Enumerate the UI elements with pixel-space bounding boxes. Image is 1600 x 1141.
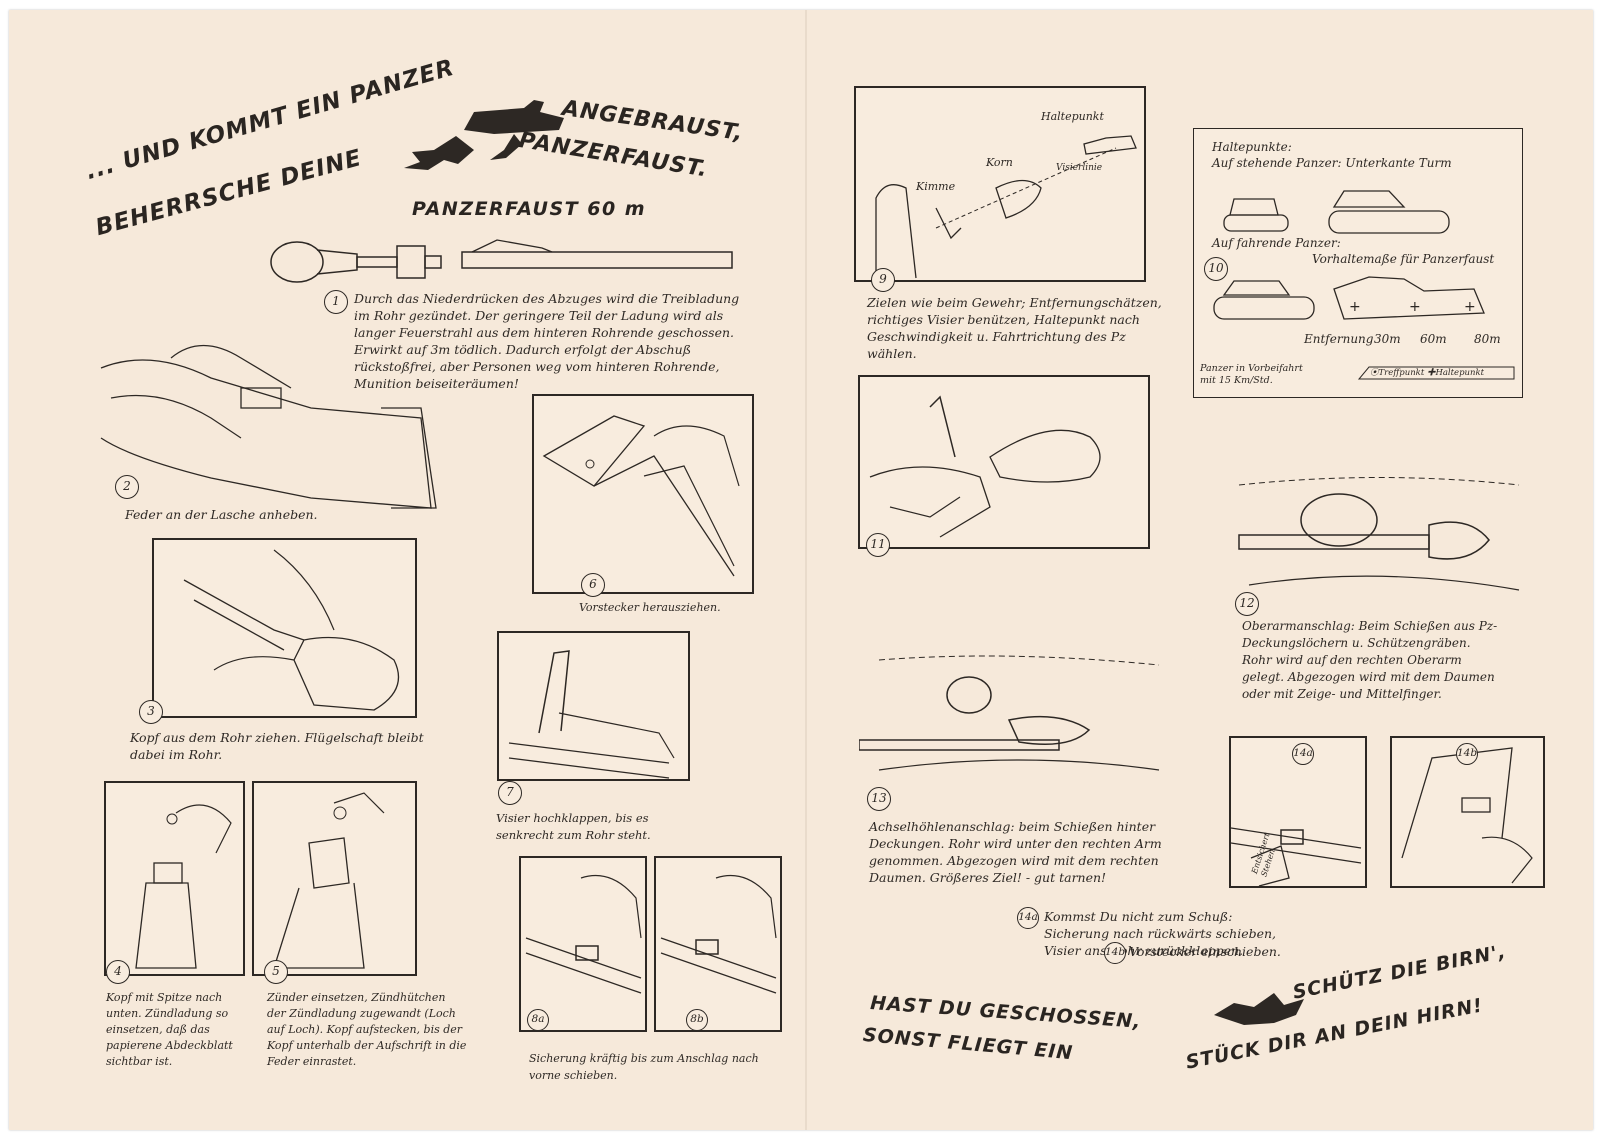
label-kimme: Kimme	[916, 180, 956, 193]
panel11-title1: Haltepunkte:	[1212, 140, 1292, 154]
splash-silhouette	[1214, 993, 1304, 1025]
center-fold	[805, 10, 807, 1130]
weapon-title: PANZERFAUST 60 m	[412, 198, 647, 220]
step-3-panel	[152, 538, 417, 718]
step-14a-text: Kommst Du nicht zum Schuß: Sicherung nac…	[1044, 909, 1277, 958]
step-14b-number: 14b	[1104, 942, 1126, 964]
step-12-text: Oberarmanschlag: Beim Schießen aus Pz-De…	[1242, 619, 1498, 701]
step-9-text: Zielen wie beim Gewehr; Entfernungschätz…	[867, 295, 1162, 361]
step-5-panel	[252, 781, 417, 976]
step-10-panel	[858, 375, 1150, 549]
panel11-lead: Vorhaltemaße für Panzerfaust	[1312, 252, 1495, 266]
step-2-text: Feder an der Lasche anheben.	[125, 507, 318, 522]
panel11-title2: Auf stehende Panzer: Unterkante Turm	[1212, 156, 1452, 170]
step-6-number: 6	[581, 573, 605, 597]
step-8a-panel	[519, 856, 647, 1032]
step-1-text: Durch das Niederdrücken des Abzuges wird…	[354, 291, 740, 391]
step-7-text: Visier hochklappen, bis es senkrecht zum…	[496, 811, 651, 842]
step-14b-text: Vorstecker einschieben.	[1129, 944, 1281, 959]
step-5-number: 5	[264, 960, 288, 984]
step-8b-number: 8b	[686, 1009, 708, 1031]
step-3-number: 3	[139, 700, 163, 724]
step-14b-number-panel: 14b	[1456, 743, 1478, 765]
step-14a-number-panel: 14a	[1292, 743, 1314, 765]
step-7-illustration	[508, 650, 675, 779]
svg-text:+: +	[1349, 299, 1361, 315]
step-2-number: 2	[115, 475, 139, 499]
step-8b-panel	[654, 856, 782, 1032]
step-14a-number: 14a	[1017, 907, 1039, 929]
step-13-text: Achselhöhlenanschlag: beim Schießen hint…	[869, 819, 1162, 885]
slogan-bottom-line2: SONST FLIEGT EIN	[862, 1024, 1075, 1065]
step-4-illustration	[135, 804, 232, 969]
panel11-distance-30: 30m	[1374, 332, 1401, 346]
step-5-illustration	[273, 792, 385, 969]
step-1-number: 1	[324, 290, 348, 314]
panel11-distance-label: Entfernung	[1304, 332, 1374, 346]
panel11-distance-60: 60m	[1420, 332, 1447, 346]
label-korn: Korn	[986, 156, 1013, 169]
step-2-illustration	[100, 345, 437, 509]
step-13-number: 13	[867, 787, 891, 811]
panzerfaust-drawing	[270, 239, 733, 283]
step-11-panel: Haltepunkte: Auf stehende Panzer: Unterk…	[1193, 128, 1523, 398]
label-visierlinie: Visierlinie	[1056, 163, 1103, 173]
slogan-bottom-line1: HAST DU GESCHOSSEN,	[869, 992, 1143, 1033]
step-12-number: 12	[1235, 592, 1259, 616]
step-8b-illustration	[660, 874, 777, 994]
step-6-panel	[532, 394, 754, 594]
step-4-number: 4	[106, 960, 130, 984]
leaflet-sheet: ... UND KOMMT EIN PANZER BEHERRSCHE DEIN…	[9, 10, 1593, 1130]
panel11-tanks: + + +	[1213, 190, 1515, 380]
step-11-number: 10	[1204, 257, 1228, 281]
step-7-number: 7	[498, 781, 522, 805]
panel11-distance-80: 80m	[1474, 332, 1501, 346]
step-6-text: Vorstecker herausziehen.	[579, 601, 721, 614]
svg-text:+: +	[1409, 299, 1421, 315]
label-haltepunkt: Haltepunkt	[1041, 110, 1104, 123]
step-4-panel	[104, 781, 245, 976]
step-12-illustration	[1238, 477, 1520, 591]
step-6-illustration	[542, 415, 740, 577]
slogan-bottom-line1b: SCHÜTZ DIE BIRN',	[1291, 940, 1509, 1004]
step-14a-illustration	[1231, 827, 1362, 886]
panel11-legend: ⦿Treffpunkt ✚Haltepunkt	[1370, 368, 1485, 378]
step-9-illustration	[875, 135, 1137, 279]
step-10-number: 11	[866, 533, 890, 557]
panel11-speed-note: Panzer in Vorbeifahrt mit 15 Km/Std.	[1200, 363, 1303, 386]
step-7-panel	[497, 631, 690, 781]
step-8a-number: 8a	[527, 1009, 549, 1031]
burning-tank-silhouette	[404, 100, 564, 170]
step-9-panel: Haltepunkt Kimme Korn Visierlinie	[854, 86, 1146, 282]
step-13-illustration	[859, 655, 1160, 771]
step-5-text: Zünder einsetzen, Zündhütchen der Zündla…	[267, 991, 467, 1068]
step-9-number: 9	[871, 268, 895, 292]
svg-text:+: +	[1464, 299, 1476, 315]
step-10-illustration	[869, 395, 1101, 538]
panel11-moving: Auf fahrende Panzer:	[1212, 236, 1341, 250]
step-3-illustration	[183, 549, 400, 711]
step-8-text: Sicherung kräftig bis zum Anschlag nach …	[529, 1052, 759, 1082]
step-8a-illustration	[525, 874, 642, 994]
step-4-text: Kopf mit Spitze nach unten. Zündladung s…	[106, 991, 233, 1068]
step-3-text: Kopf aus dem Rohr ziehen. Flügelschaft b…	[130, 730, 424, 762]
